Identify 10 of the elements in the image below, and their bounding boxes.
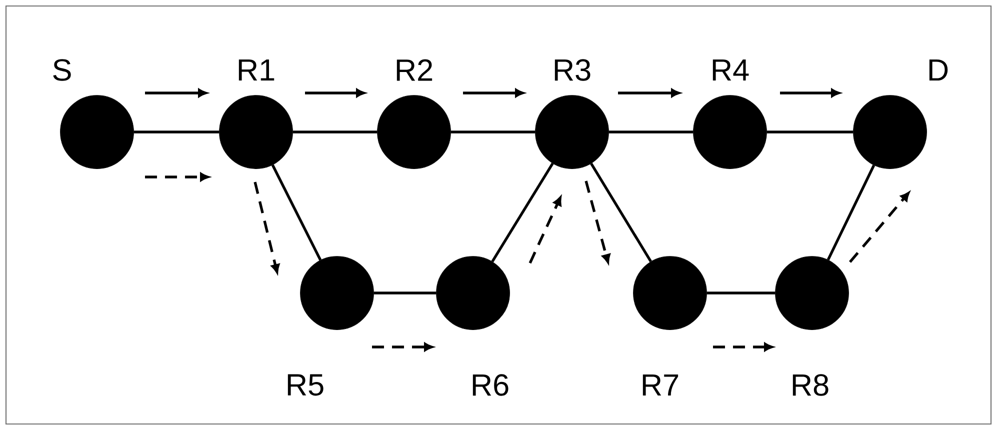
node-label: R3 <box>554 59 590 81</box>
node-label: R4 <box>712 59 749 81</box>
node-label: R1 <box>238 59 274 81</box>
node-label: R2 <box>396 59 432 81</box>
node-label: R8 <box>792 374 828 396</box>
node-label: R5 <box>288 374 324 396</box>
node-label: R6 <box>472 374 508 396</box>
node-label: D <box>929 59 948 81</box>
node-label: S <box>53 59 71 81</box>
node-label: R7 <box>642 374 678 396</box>
